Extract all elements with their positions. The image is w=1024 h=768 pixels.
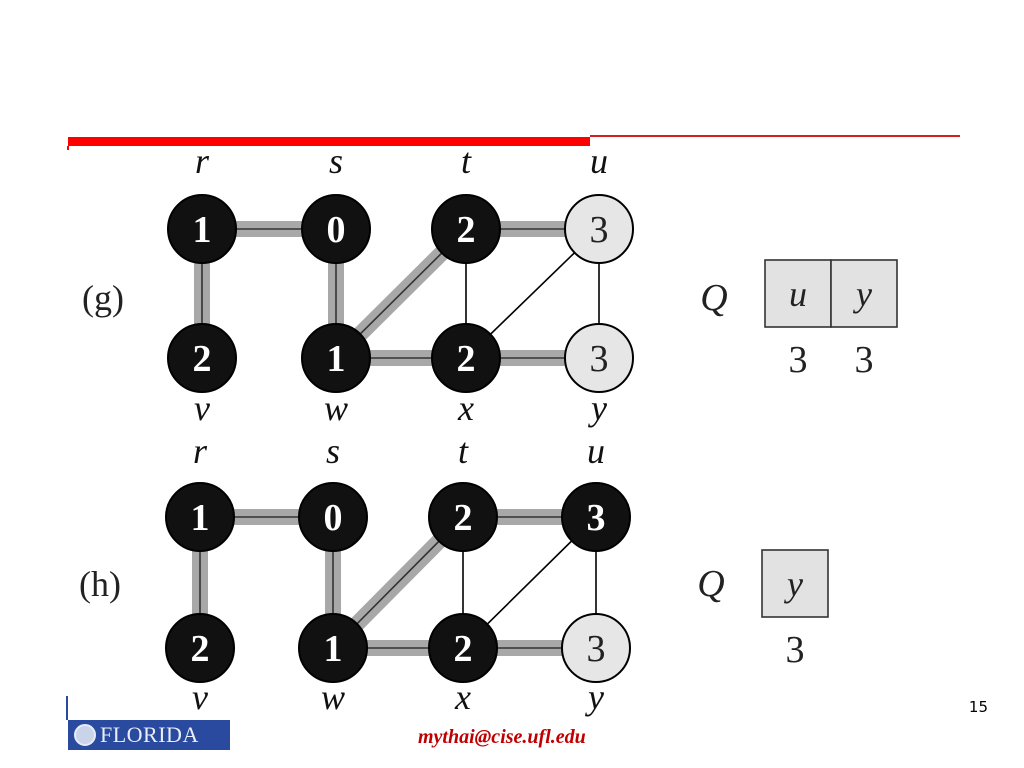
vertex-label-x: x [457,388,474,428]
vertex-label-x: x [454,677,471,717]
queue-distance-u: 3 [789,339,808,381]
node-y [564,323,634,393]
node-distance-t: 2 [457,209,476,251]
vertex-label-w: w [324,388,348,428]
vertex-label-u: u [590,141,608,181]
vertex-label-y: y [588,388,607,428]
node-u [561,482,631,552]
node-distance-v: 2 [193,338,212,380]
footer-email: mythai@cise.ufl.edu [418,726,586,748]
node-distance-t: 2 [454,497,473,539]
queue-vertex-y: y [853,274,872,314]
vertex-label-t: t [461,141,472,181]
vertex-label-v: v [194,388,210,428]
node-x [431,323,501,393]
node-y [561,613,631,683]
queue-vertex-u: u [789,274,807,314]
vertex-label-r: r [195,141,210,181]
vertex-label-s: s [329,141,343,181]
node-r [167,194,237,264]
node-distance-w: 1 [327,338,346,380]
node-distance-r: 1 [191,497,210,539]
logo-wordmark: FLORIDA [100,722,199,747]
node-distance-w: 1 [324,628,343,670]
node-s [298,482,368,552]
vertex-label-r: r [193,431,208,471]
node-x [428,613,498,683]
node-distance-v: 2 [191,628,210,670]
node-distance-y: 3 [590,338,609,380]
node-v [165,613,235,683]
vertex-label-t: t [458,431,469,471]
queue-cell-y [761,549,829,618]
logo-divider [66,696,68,720]
node-t [431,194,501,264]
node-distance-u: 3 [590,209,609,251]
node-w [301,323,371,393]
vertex-label-s: s [326,431,340,471]
node-u [564,194,634,264]
node-w [298,613,368,683]
queue-label: Q [700,277,727,319]
page-number: 15 [968,698,988,716]
node-distance-s: 0 [324,497,343,539]
vertex-label-y: y [585,677,604,717]
vertex-label-u: u [587,431,605,471]
diagram-label: (g) [82,278,124,318]
node-t [428,482,498,552]
node-distance-x: 2 [454,628,473,670]
node-distance-s: 0 [327,209,346,251]
queue-distance-y: 3 [786,629,805,671]
node-v [167,323,237,393]
node-distance-y: 3 [587,628,606,670]
node-r [165,482,235,552]
node-distance-u: 3 [587,497,606,539]
queue-distance-y: 3 [855,339,874,381]
university-logo: FLORIDA [68,720,230,750]
title-accent-bar [68,137,590,146]
seal-icon [74,724,96,746]
node-distance-x: 2 [457,338,476,380]
vertex-label-w: w [321,677,345,717]
diagram-label: (h) [79,564,121,604]
node-s [301,194,371,264]
queue-vertex-y: y [784,564,803,604]
node-distance-r: 1 [193,209,212,251]
queue-label: Q [697,563,724,605]
queue-cell-y [830,259,898,328]
vertex-label-v: v [192,677,208,717]
